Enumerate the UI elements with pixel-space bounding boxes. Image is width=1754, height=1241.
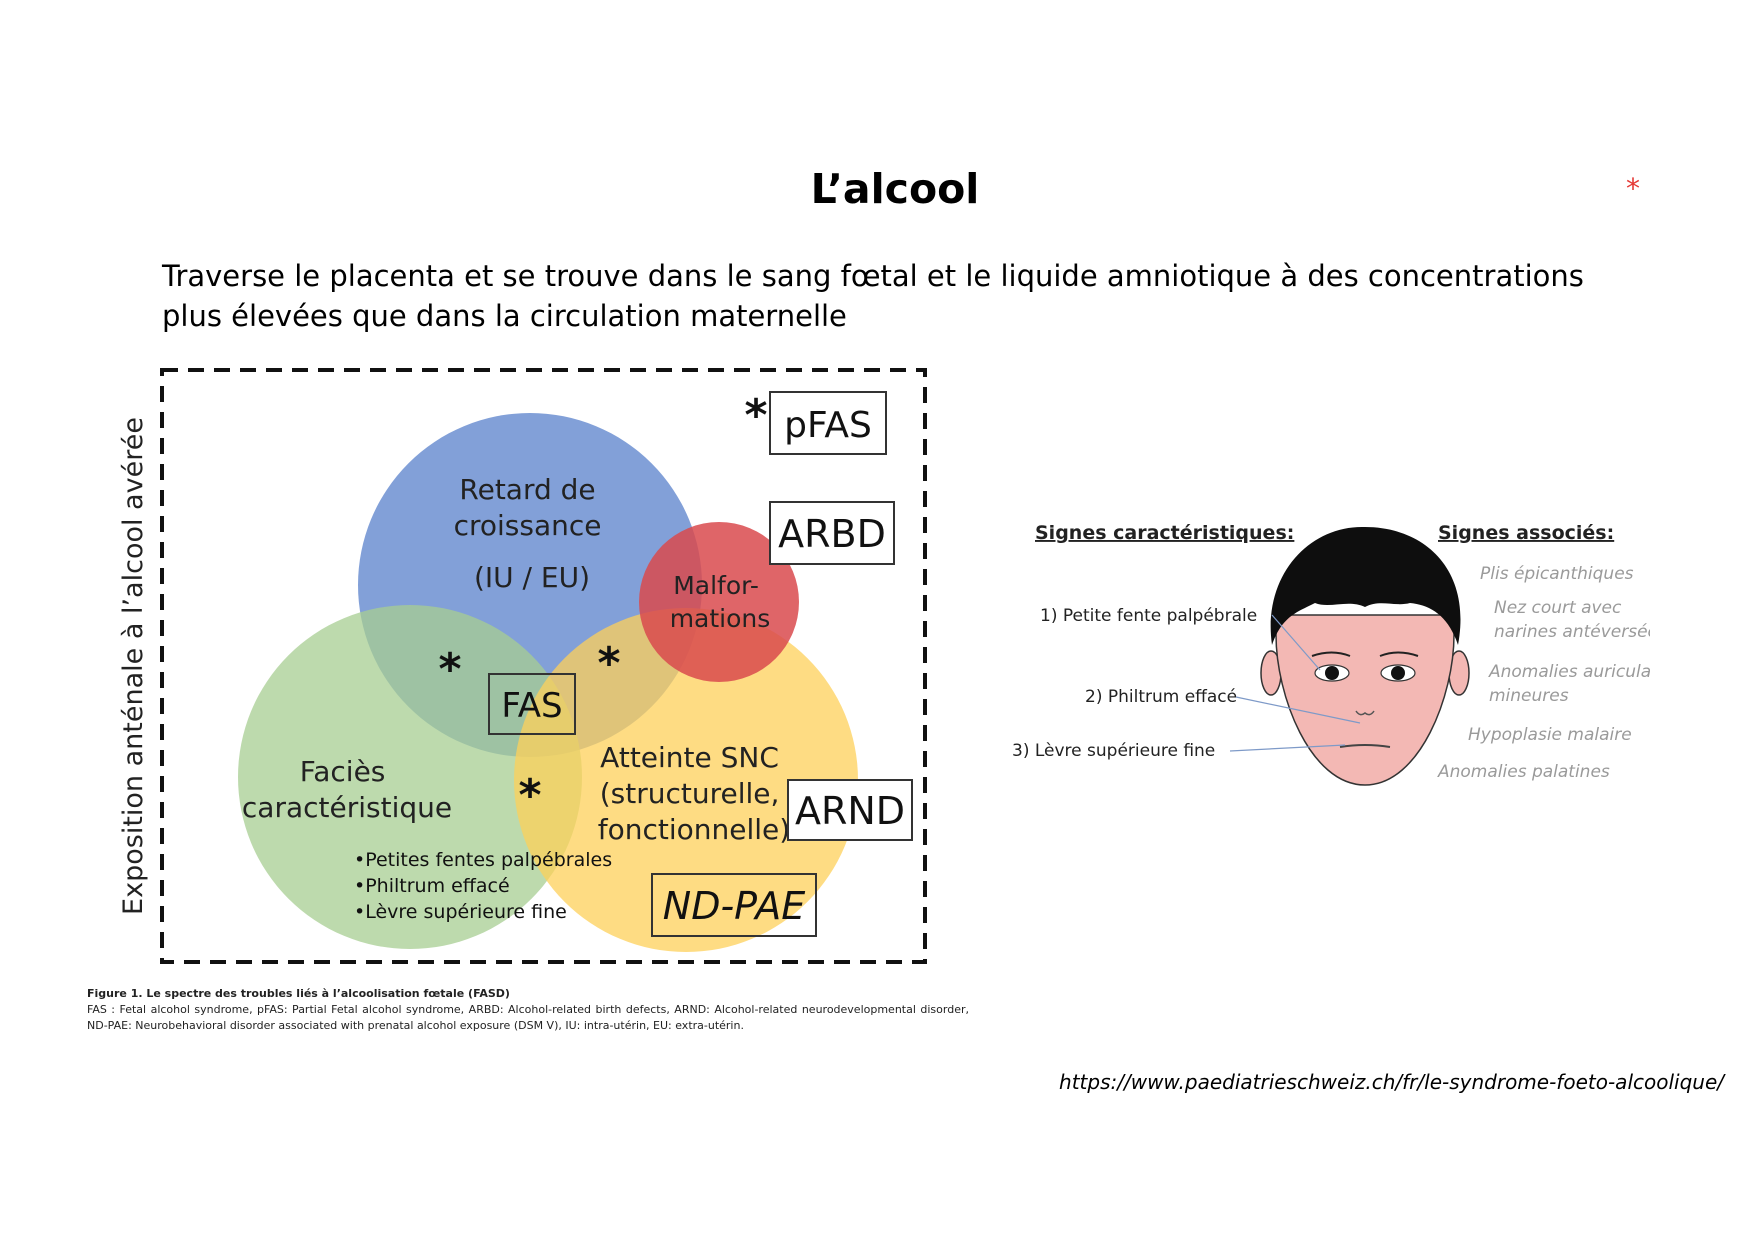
- fasd-venn-diagram: Exposition anténale à l’alcool avérée Re…: [118, 368, 927, 964]
- associated-malar-hypoplasia: Hypoplasie malaire: [1468, 725, 1632, 745]
- pfas-label: pFAS: [784, 405, 872, 446]
- child-face-illustration: [1260, 526, 1470, 786]
- associated-ear-anomalies: Anomalies auriculaires: [1488, 662, 1650, 682]
- figure-caption: Figure 1. Le spectre des troubles liés à…: [87, 986, 969, 1034]
- growth-label: Retard de croissance (IU / EU): [454, 473, 611, 594]
- arnd-label: ARND: [795, 789, 905, 833]
- characteristic-signs-heading: Signes caractéristiques:: [1035, 522, 1294, 544]
- asterisk-growth-facies: *: [438, 644, 461, 695]
- arnd-box: [787, 779, 913, 841]
- facies-bullet-list: •Petites fentes palpébrales •Philtrum ef…: [354, 849, 618, 923]
- cns-circle: [514, 608, 858, 952]
- fas-box: [488, 673, 576, 735]
- associated-ear-anomalies-minor: mineures: [1489, 686, 1569, 706]
- arbd-label: ARBD: [778, 512, 886, 556]
- facies-circle: [238, 605, 582, 949]
- associated-palatal-anomalies: Anomalies palatines: [1437, 762, 1610, 782]
- ndpae-label: ND-PAE: [663, 884, 805, 928]
- malformations-label: Malfor- mations: [670, 571, 771, 633]
- sign-thin-upper-lip: 3) Lèvre supérieure fine: [1012, 741, 1215, 761]
- cns-label: Atteinte SNC (structurelle, fonctionnell…: [598, 741, 790, 846]
- malformations-circle: [639, 522, 799, 682]
- intro-text: Traverse le placenta et se trouve dans l…: [162, 259, 1584, 333]
- y-axis-label: Exposition anténale à l’alcool avérée: [118, 417, 149, 915]
- caption-text: FAS : Fetal alcohol syndrome, pFAS: Part…: [87, 1003, 969, 1032]
- fas-label: FAS: [501, 686, 562, 726]
- associated-anteverted-nares: narines antéversées: [1494, 622, 1650, 642]
- asterisk-growth-cns: *: [597, 638, 620, 689]
- sign-palpebral-fissure: 1) Petite fente palpébrale: [1040, 606, 1257, 626]
- fas-face-figure: Signes caractéristiques: Signes associés…: [1012, 522, 1650, 786]
- source-url[interactable]: https://www.paediatrieschweiz.ch/fr/le-s…: [1059, 1070, 1724, 1094]
- facies-label: Faciès caractéristique: [242, 755, 452, 824]
- sign-smooth-philtrum: 2) Philtrum effacé: [1085, 687, 1237, 707]
- pfas-box: [769, 391, 887, 455]
- red-asterisk-marker: *: [1626, 172, 1640, 205]
- caption-title: Figure 1. Le spectre des troubles liés à…: [87, 987, 510, 1000]
- associated-epicanthic-folds: Plis épicanthiques: [1480, 564, 1634, 584]
- asterisk-facies-cns: *: [518, 770, 541, 821]
- ndpae-box: [651, 873, 817, 937]
- associated-signs-heading: Signes associés:: [1438, 522, 1614, 544]
- pfas-asterisk: *: [744, 390, 767, 441]
- associated-short-nose: Nez court avec: [1494, 598, 1622, 618]
- slide-title: L’alcool: [810, 165, 980, 213]
- arbd-box: [769, 501, 895, 565]
